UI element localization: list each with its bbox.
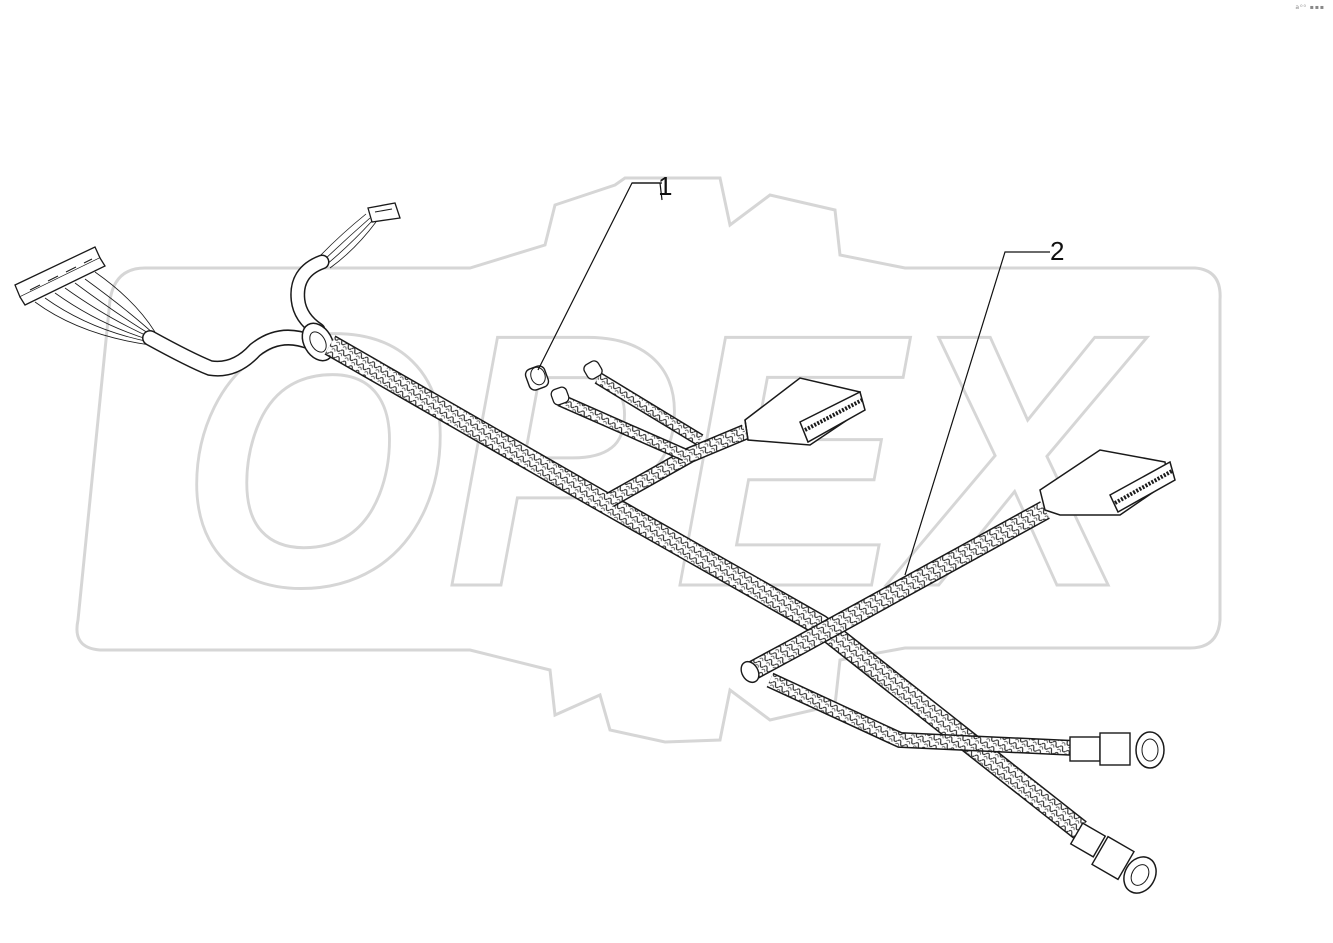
callout-1: 1 — [537, 171, 672, 371]
callout-2-number: 2 — [1050, 236, 1064, 266]
corner-tag: a⁰⁰ ▪▪▪ — [1295, 4, 1325, 11]
part-1-cap — [524, 365, 550, 391]
ribbon-wires — [34, 271, 156, 346]
callout-1-number: 1 — [658, 171, 672, 201]
dsub-connector-right — [1039, 449, 1176, 516]
circular-connector-upper — [1069, 731, 1165, 769]
watermark-logo: OPEX — [75, 176, 1222, 744]
part-1-plug — [550, 360, 603, 406]
watermark-gear — [75, 176, 1222, 744]
circular-connector-lower — [1069, 822, 1157, 894]
dsub-connector-upper — [744, 377, 866, 446]
callout-2: 2 — [904, 236, 1064, 576]
small-connector-top — [367, 202, 401, 223]
ribbon-connector-left — [14, 246, 106, 306]
wire-harness — [14, 202, 1176, 894]
callout-2-leader — [904, 251, 1050, 576]
grommet — [301, 322, 335, 362]
